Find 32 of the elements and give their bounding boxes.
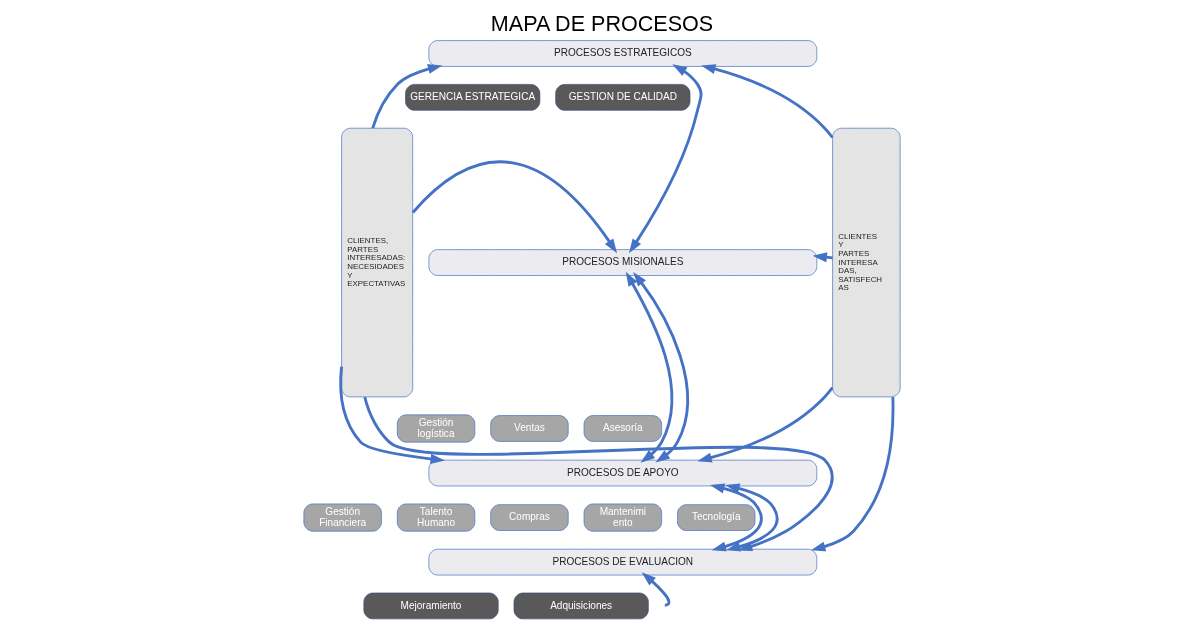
node-box: Ventas [490, 415, 569, 442]
diagram-title: MAPA DE PROCESOS [490, 11, 714, 37]
node-box: GESTION DE CALIDAD [555, 84, 691, 111]
node-box: Mantenimi ento [583, 503, 662, 532]
arrow [339, 366, 445, 464]
arrow [411, 160, 618, 254]
node-box: CLIENTES, PARTES INTERESADAS: NECESIDADES Y EXPECTATIVAS [341, 127, 414, 398]
node-box: Talento Humano [396, 503, 476, 532]
node-box: PROCESOS DE EVALUACION [428, 548, 818, 576]
node-box: Asesoría [583, 415, 662, 442]
node-box: Compras [490, 504, 569, 531]
arrow [625, 271, 674, 463]
node-box: CLIENTES Y PARTES INTERESA DAS, SATISFECH AS [832, 127, 901, 398]
node-box: Mejoramiento [363, 592, 499, 620]
arrow [363, 396, 834, 552]
node-box: GERENCIA ESTRATEGICA [405, 84, 541, 111]
node-box: Adquisiciones [513, 592, 649, 620]
arrow [710, 483, 763, 552]
arrow [371, 64, 443, 129]
node-box: PROCESOS DE APOYO [428, 459, 818, 487]
node-box: PROCESOS MISIONALES [428, 249, 818, 276]
arrow [811, 397, 895, 552]
arrow [633, 272, 690, 463]
arrow [641, 572, 671, 607]
arrow [725, 483, 779, 552]
arrow [701, 64, 834, 139]
arrow [628, 64, 703, 254]
node-box: PROCESOS ESTRATEGICOS [428, 40, 818, 67]
node-box: Gestión Financiera [303, 503, 382, 532]
node-box: Gestión logística [396, 414, 476, 443]
arrow [697, 386, 834, 463]
node-box: Tecnología [677, 504, 756, 531]
